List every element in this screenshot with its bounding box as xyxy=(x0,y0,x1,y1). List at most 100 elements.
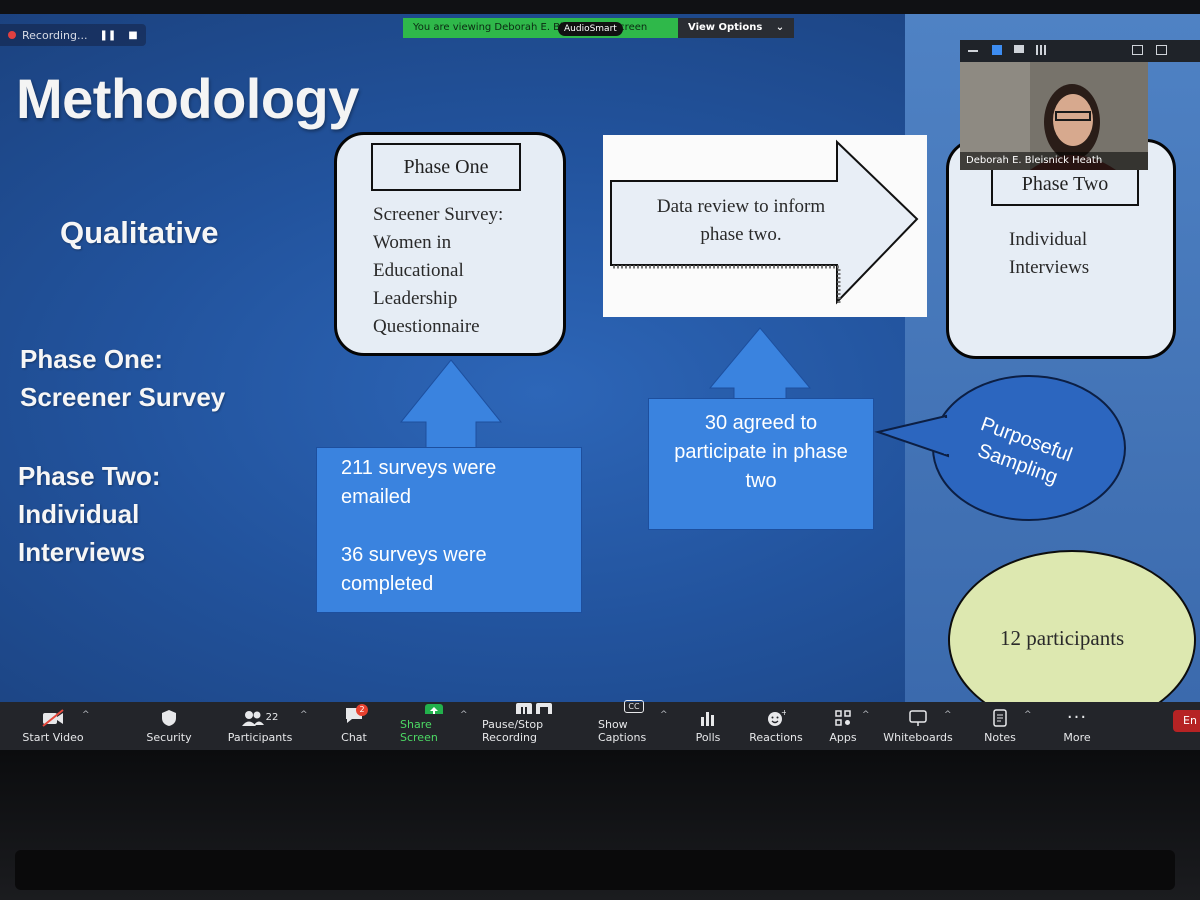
phase-two-label-line: Phase Two: xyxy=(18,461,161,491)
video-view-toolbar xyxy=(960,40,1200,62)
surveys-callout: 211 surveys were emailed 36 surveys were… xyxy=(316,447,582,613)
agreed-callout-line: two xyxy=(745,470,777,492)
laptop-hinge xyxy=(15,850,1175,890)
recording-indicator[interactable]: Recording... ❚❚ ■ xyxy=(0,24,146,46)
toolbar-label: Security xyxy=(146,731,192,744)
start-video-button[interactable]: Start Video xyxy=(20,702,86,750)
speaker-view-icon[interactable] xyxy=(992,45,1002,55)
pause-stop-icon xyxy=(516,703,552,714)
recording-label: Recording... xyxy=(22,28,88,42)
phase-one-label-line: Screener Survey xyxy=(20,382,226,412)
phase-one-line: Questionnaire xyxy=(373,316,480,337)
whiteboards-caret-icon[interactable]: ^ xyxy=(944,710,952,720)
phase-two-label: Phase Two: Individual Interviews xyxy=(18,457,161,571)
audiosmart-badge[interactable]: AudioSmart xyxy=(558,22,623,36)
toolbar-label: More xyxy=(1063,731,1091,744)
surveys-callout-line: completed xyxy=(341,573,434,595)
pause-stop-recording-button[interactable]: Pause/Stop Recording xyxy=(482,702,586,750)
up-arrow-agreed xyxy=(708,327,812,406)
phase-one-line: Leadership xyxy=(373,288,458,309)
agreed-callout: 30 agreed to participate in phase two xyxy=(648,398,874,530)
notes-button[interactable]: Notes xyxy=(980,702,1020,750)
phase-one-line: Screener Survey: xyxy=(373,204,504,225)
data-review-line: phase two. xyxy=(700,224,782,245)
phase-one-description: Screener Survey: Women in Educational Le… xyxy=(373,201,503,341)
share-screen-icon xyxy=(425,704,443,714)
reactions-button[interactable]: + Reactions xyxy=(749,702,803,750)
pause-recording-icon[interactable]: ❚❚ xyxy=(99,29,117,41)
toolbar-label: Share Screen xyxy=(400,718,438,744)
chat-icon-wrap: 2 xyxy=(344,704,368,731)
participants-oval xyxy=(948,550,1196,702)
grid-view-icon[interactable] xyxy=(1036,45,1046,55)
phase-one-heading: Phase One xyxy=(371,143,521,191)
chat-badge: 2 xyxy=(356,704,368,716)
toolbar-label: Whiteboards xyxy=(883,731,953,744)
phase-two-description: Individual Interviews xyxy=(1009,226,1089,282)
captions-icon: CC xyxy=(624,700,644,713)
data-review-line: Data review to inform xyxy=(656,196,826,217)
phase-two-label-line: Individual xyxy=(18,499,140,529)
toolbar-label: Notes xyxy=(984,731,1016,744)
view-options-button[interactable]: View Options ⌄ xyxy=(678,18,795,38)
polls-icon xyxy=(701,712,714,726)
participant-video[interactable]: Deborah E. Bleisnick Heath xyxy=(960,62,1148,170)
phase-two-line: Interviews xyxy=(1009,257,1090,278)
participants-icon xyxy=(241,711,264,726)
strip-view-icon[interactable] xyxy=(1014,45,1024,53)
phase-two-box: Phase Two Individual Interviews xyxy=(946,139,1176,359)
data-review-panel: Data review to inform phase two. xyxy=(603,135,927,317)
toolbar-label: Show Captions xyxy=(598,718,647,744)
shared-screen: Recording... ❚❚ ■ You are viewing Debora… xyxy=(0,14,1200,702)
toolbar-label: Reactions xyxy=(749,731,803,744)
laptop-bezel-bottom xyxy=(0,750,1200,900)
participants-icon-wrap: 22 xyxy=(241,709,279,731)
view-options-label: View Options xyxy=(688,22,763,33)
captions-caret-icon[interactable]: ^ xyxy=(660,710,668,720)
viewing-name: You are viewing Deborah E. Bl xyxy=(413,22,563,33)
viewing-tail: 's screen xyxy=(602,22,648,33)
end-meeting-button[interactable]: En xyxy=(1173,710,1200,732)
video-options-caret-icon[interactable]: ^ xyxy=(82,710,90,720)
share-screen-button[interactable]: Share Screen xyxy=(400,702,468,750)
show-captions-button[interactable]: CC Show Captions xyxy=(598,700,670,750)
laptop-bezel-top xyxy=(0,0,1200,16)
reactions-icon: + xyxy=(768,709,786,726)
whiteboards-button[interactable]: Whiteboards xyxy=(883,702,953,750)
apps-icon xyxy=(835,710,851,726)
chat-button[interactable]: 2 Chat xyxy=(334,702,374,750)
toolbar-label: Chat xyxy=(341,731,367,744)
security-button[interactable]: Security xyxy=(140,702,198,750)
video-off-icon xyxy=(42,709,64,727)
svg-text:+: + xyxy=(781,709,786,717)
qualitative-label: Qualitative xyxy=(60,215,219,250)
minimize-icon[interactable] xyxy=(968,50,978,52)
share-caret-icon[interactable]: ^ xyxy=(460,710,468,720)
toolbar-label: Polls xyxy=(695,731,721,744)
surveys-callout-line: 211 surveys were xyxy=(341,457,497,479)
polls-button[interactable]: Polls xyxy=(690,702,726,750)
more-button[interactable]: ··· More xyxy=(1056,702,1098,750)
participants-button[interactable]: 22 Participants xyxy=(228,702,292,750)
participant-count: 22 xyxy=(265,711,279,723)
stop-recording-icon[interactable]: ■ xyxy=(128,29,138,41)
phase-two-label-line: Interviews xyxy=(18,537,146,567)
toolbar-label: Pause/Stop Recording xyxy=(482,718,544,744)
more-icon: ··· xyxy=(1066,707,1088,728)
slide-title: Methodology xyxy=(16,67,359,130)
notes-caret-icon[interactable]: ^ xyxy=(1024,710,1032,720)
purposeful-sampling-bubble xyxy=(874,375,1126,521)
right-arrow-shape xyxy=(610,139,919,305)
meeting-toolbar: Start Video ^ Security 22 Participants ^… xyxy=(0,700,1200,750)
participant-name: Deborah E. Bleisnick Heath xyxy=(960,152,1148,170)
data-review-text: Data review to inform phase two. xyxy=(641,193,841,249)
phase-one-label-line: Phase One: xyxy=(20,344,164,374)
fit-window-icon[interactable] xyxy=(1132,45,1143,55)
fullscreen-icon[interactable] xyxy=(1156,45,1167,55)
recording-dot-icon xyxy=(8,31,16,39)
agreed-callout-line: participate in phase xyxy=(674,441,848,463)
participants-caret-icon[interactable]: ^ xyxy=(300,710,308,720)
agreed-callout-line: 30 agreed to xyxy=(704,412,818,434)
apps-button[interactable]: Apps xyxy=(826,702,860,750)
apps-caret-icon[interactable]: ^ xyxy=(862,710,870,720)
